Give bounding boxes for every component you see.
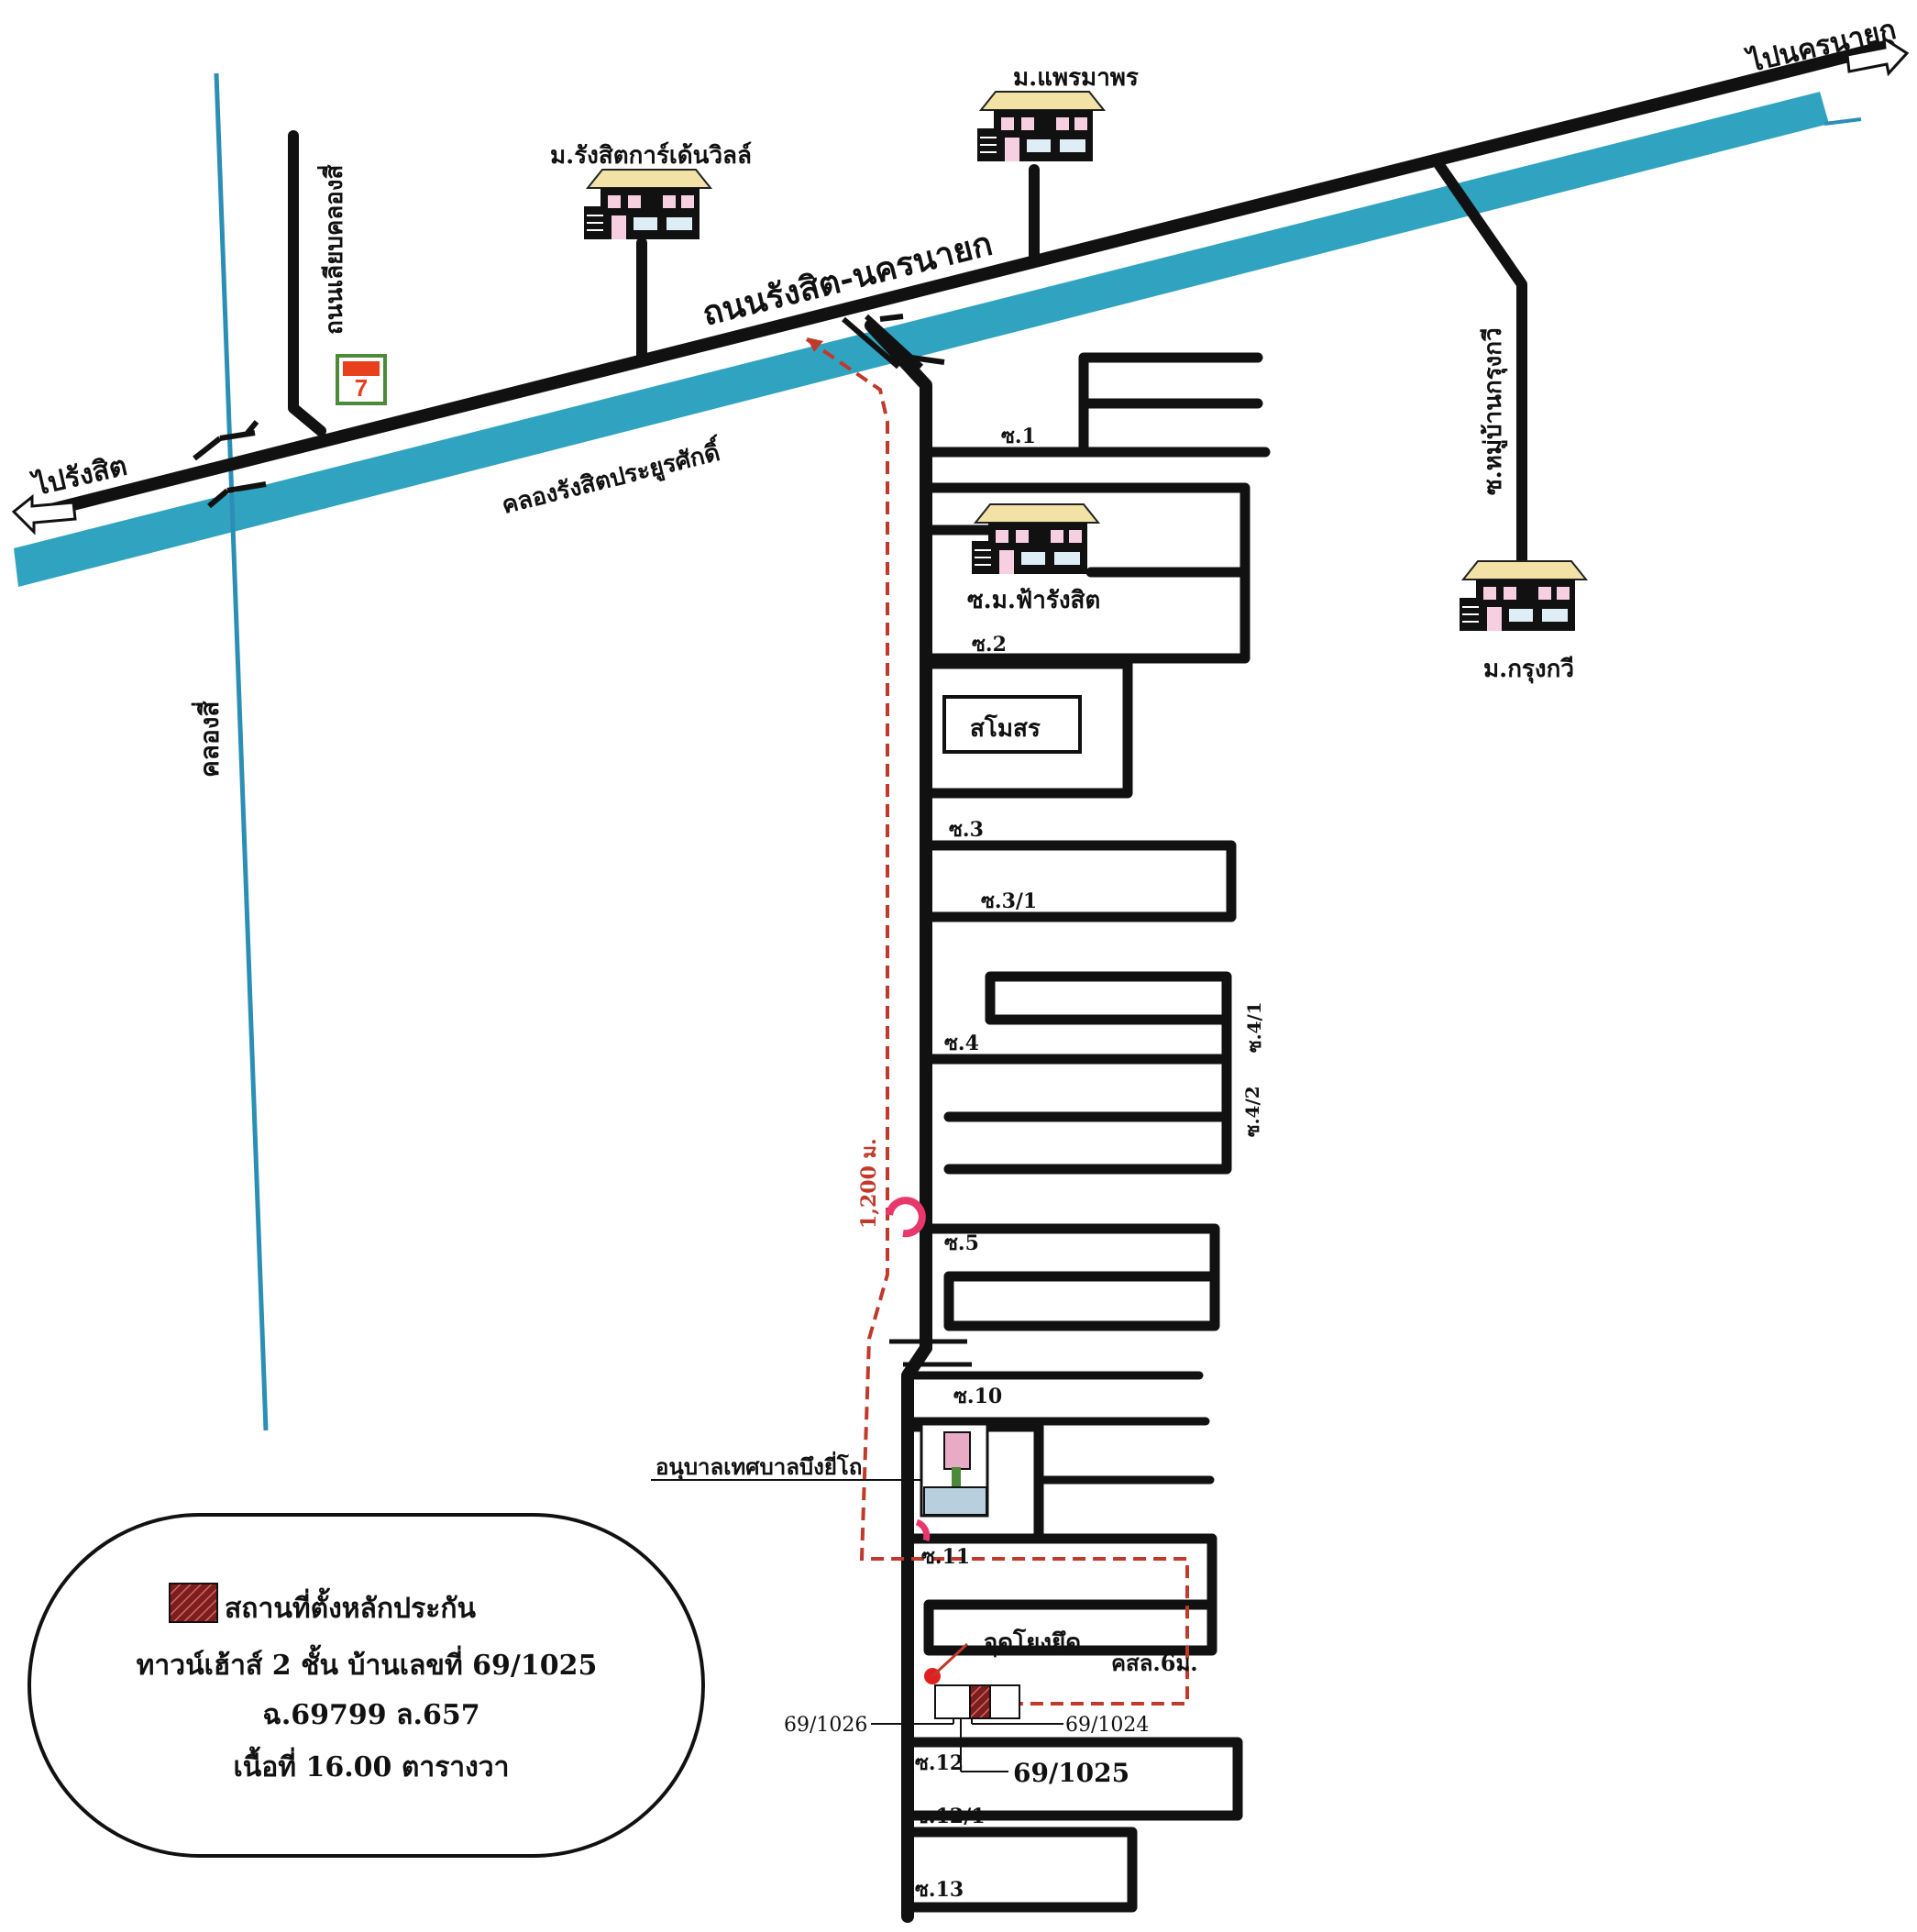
collateral-legend-icon bbox=[169, 1583, 218, 1623]
soi-10-label: ซ.10 bbox=[953, 1385, 1002, 1408]
house-number-target: 69/1025 bbox=[1013, 1758, 1129, 1788]
bypass-road-label: ถนนเลียบคลองสี่ bbox=[316, 165, 348, 335]
soi-4-1-road bbox=[943, 971, 1232, 1175]
soi-2-road bbox=[920, 658, 1133, 799]
marker-circle-icon bbox=[915, 1518, 931, 1542]
soi-5-road bbox=[920, 1223, 1220, 1331]
soi-12-label: ซ.12 bbox=[915, 1751, 964, 1775]
townhouse-row bbox=[934, 1684, 1020, 1719]
legend-title: สถานที่ตั้งหลักประกัน bbox=[225, 1587, 476, 1625]
route-path bbox=[805, 337, 1189, 1706]
marker-circle-icon bbox=[886, 1197, 926, 1238]
soi-village-label: ซ.หมู่บ้านกรุงกวี bbox=[1480, 327, 1508, 495]
soi-11-road bbox=[902, 1533, 1217, 1656]
soi-1-roads bbox=[920, 352, 1271, 458]
house-icon bbox=[976, 91, 1105, 162]
main-road bbox=[30, 39, 1895, 520]
soi-3-1-label: ซ.3/1 bbox=[981, 889, 1037, 913]
arrow-left-icon bbox=[11, 493, 77, 535]
rangsit-garden-label: ม.รังสิตการ์เด้นวิลล์ bbox=[550, 141, 752, 170]
phraemaporn-label: ม.แพรมาพร bbox=[1013, 64, 1139, 92]
krungkavee-label: ม.กรุงกวี bbox=[1483, 656, 1574, 684]
fah-rangsit-label: ซ.ม.ฟ้ารังสิต bbox=[967, 587, 1100, 614]
legend-line-1: ทาวน์เฮ้าส์ 2 ชั้น บ้านเลขที่ 69/1025 bbox=[137, 1644, 598, 1682]
soi-3-label: ซ.3 bbox=[949, 818, 984, 842]
soi-4-label: ซ.4 bbox=[944, 1032, 979, 1055]
soi-13-label: ซ.13 bbox=[915, 1878, 964, 1902]
legend-line-2: ฉ.69799 ล.657 bbox=[262, 1699, 479, 1731]
house-icon bbox=[583, 169, 711, 240]
kindergarten-label: อนุบาลเทศบาลบึงยี่โถ bbox=[656, 1451, 862, 1482]
reference-point-label: จุดโยงยึด bbox=[984, 1628, 1081, 1658]
soi-11-label: ซ.11 bbox=[921, 1545, 970, 1569]
seven-eleven-icon: 7 bbox=[336, 354, 387, 405]
main-soi bbox=[865, 319, 932, 1354]
distance-label: 1,200 ม. bbox=[857, 1138, 881, 1229]
concrete-road-label: คสล.6ม. bbox=[1111, 1650, 1198, 1676]
house-icon bbox=[1459, 560, 1587, 632]
house-icon bbox=[971, 503, 1099, 575]
soi-4-1-label: ซ.4/1 bbox=[1243, 1001, 1265, 1053]
soi-5-label: ซ.5 bbox=[944, 1231, 979, 1255]
main-canal bbox=[14, 92, 1829, 587]
soi-12-1-label: ซ.12/1 bbox=[915, 1805, 986, 1828]
soi-2-label: ซ.2 bbox=[972, 633, 1007, 657]
route-arrow-icon bbox=[807, 337, 823, 352]
bypass-road bbox=[288, 130, 326, 436]
road-krungkavee bbox=[1434, 160, 1527, 572]
soi-12-road bbox=[902, 1737, 1243, 1821]
soi-1-label: ซ.1 bbox=[1001, 425, 1036, 448]
legend-line-3: เนื้อที่ 16.00 ตารางวา bbox=[233, 1746, 509, 1783]
bridge-left bbox=[193, 420, 267, 509]
collateral-marker bbox=[969, 1684, 991, 1719]
club-box bbox=[942, 695, 1082, 754]
khlong-4-canal bbox=[214, 72, 269, 1431]
khlong-4-label: คลองสี่ bbox=[191, 701, 225, 778]
soi-13-road bbox=[902, 1827, 1138, 1913]
school-building-icon bbox=[920, 1422, 989, 1518]
soi-4-2-label: ซ.4/2 bbox=[1241, 1086, 1263, 1137]
arrow-right-icon bbox=[1845, 36, 1910, 77]
soi-3-road bbox=[920, 840, 1237, 922]
legend: สถานที่ตั้งหลักประกัน ทาวน์เฮ้าส์ 2 ชั้น… bbox=[28, 1513, 705, 1858]
svg-text:7: 7 bbox=[355, 374, 368, 402]
house-number-left: 69/1026 bbox=[784, 1714, 867, 1737]
house-number-right: 69/1024 bbox=[1065, 1714, 1149, 1737]
club-label: สโมสร bbox=[970, 713, 1041, 743]
